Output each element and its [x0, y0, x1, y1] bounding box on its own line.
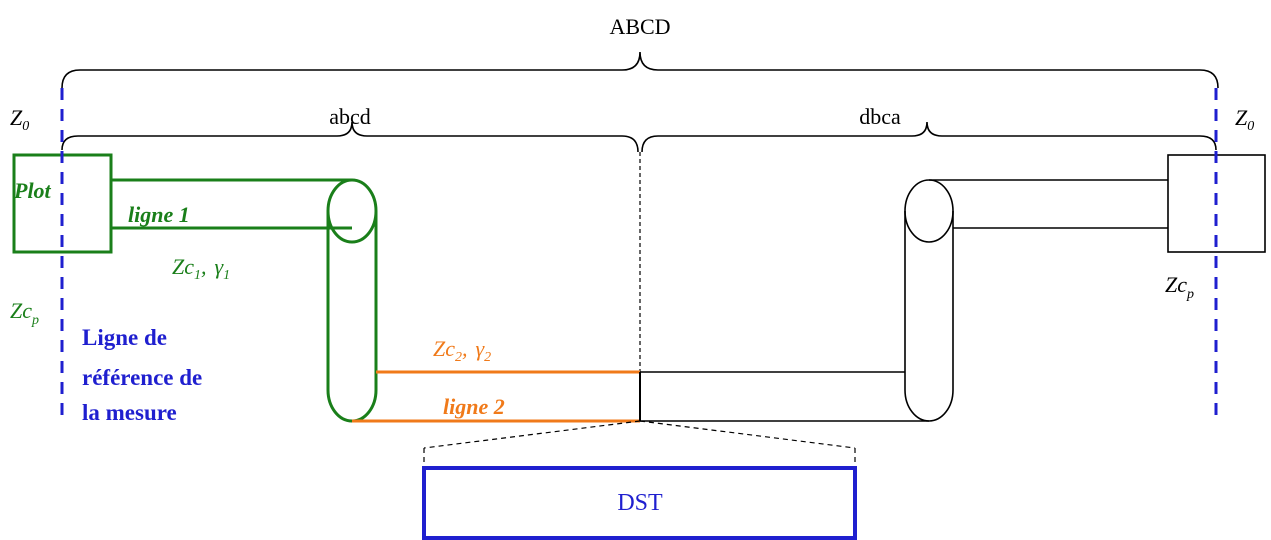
- label-ligne2: ligne 2: [443, 394, 505, 419]
- label-z0-left: Z0: [10, 105, 29, 134]
- bend-top-right: [904, 179, 954, 243]
- brace-abcd-total: [61, 51, 1219, 89]
- label-ligne1: ligne 1: [128, 202, 190, 227]
- label-z0-right: Z0: [1235, 105, 1254, 134]
- bend-top-left: [326, 178, 378, 244]
- label-abcd-left: abcd: [329, 104, 371, 129]
- vertical-connector-right: [904, 211, 954, 422]
- label-zcp-right: Zcp: [1165, 272, 1194, 302]
- label-dst: DST: [617, 490, 663, 516]
- brace-dbca-right: [641, 121, 1217, 153]
- label-zcp-left: Zcp: [10, 298, 39, 328]
- label-zc2-gamma2: Zc2,γ2: [433, 336, 491, 365]
- brace-abcd-left: [61, 121, 639, 153]
- label-abcd-total: ABCD: [609, 14, 670, 39]
- label-zc1-gamma1: Zc1,γ1: [172, 254, 230, 283]
- label-reference-line: Ligne de référence de la mesure: [82, 325, 208, 425]
- label-dbca-right: dbca: [859, 104, 901, 129]
- reference-label-line-1: Ligne de: [82, 325, 167, 350]
- line2-orange: [352, 370, 640, 423]
- label-plot: Plot: [13, 178, 52, 203]
- reference-label-line-3: la mesure: [82, 400, 177, 425]
- reference-label-line-2: référence de: [82, 365, 202, 390]
- dst-zoom-outline: [423, 420, 856, 468]
- dst-box: [422, 466, 857, 540]
